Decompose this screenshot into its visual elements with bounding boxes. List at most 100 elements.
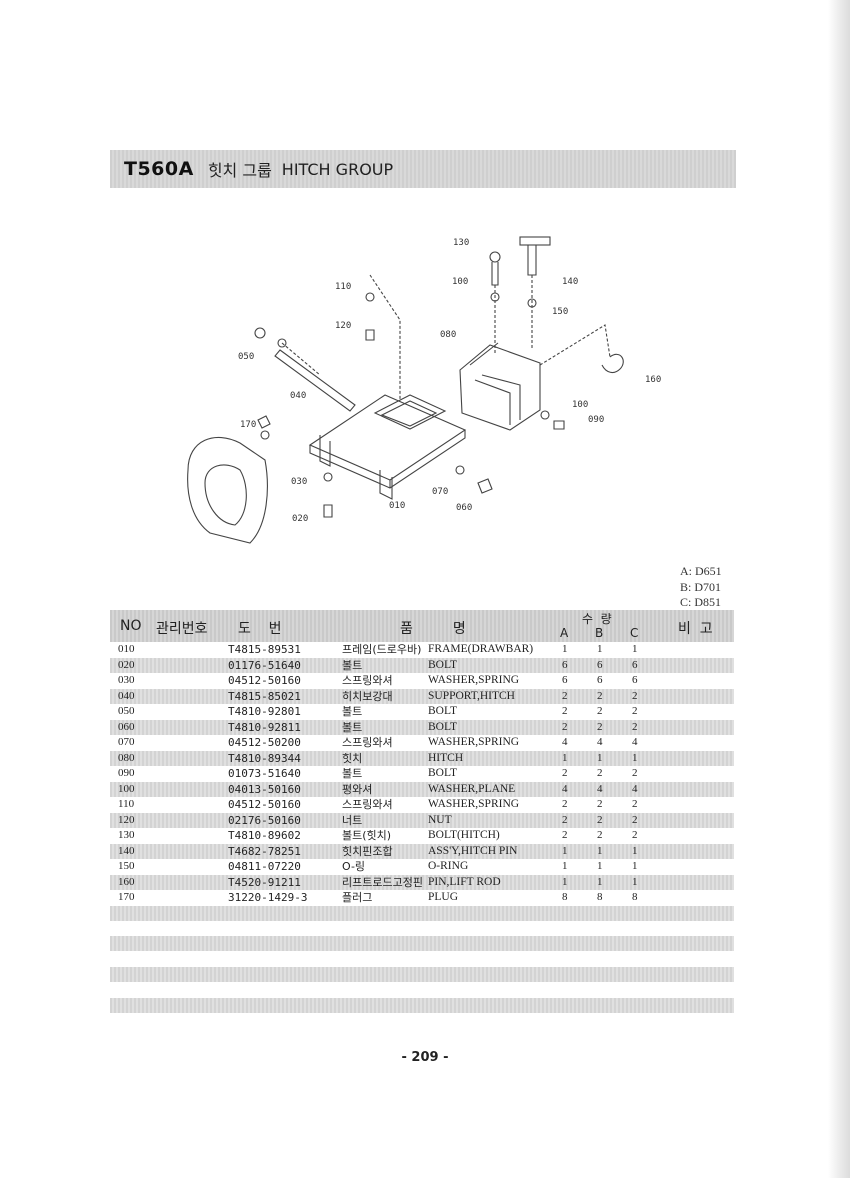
part-name-english: NUT [428, 813, 452, 826]
part-number-index: 020 [118, 658, 135, 671]
part-name-korean: O-링 [342, 860, 366, 873]
part-number-index: 160 [118, 875, 135, 888]
qty-b: 2 [597, 767, 603, 779]
qty-a: 2 [562, 798, 568, 810]
part-number-index: 030 [118, 674, 135, 686]
drawing-number: T4520-91211 [228, 875, 301, 889]
drawing-number: 04512-50200 [228, 736, 301, 749]
qty-b: 2 [597, 829, 603, 841]
header-part-name: 품 명 [400, 621, 466, 637]
callout-010: 010 [389, 501, 406, 511]
part-name-english: FRAME(DRAWBAR) [428, 643, 534, 655]
qty-c: 6 [632, 674, 638, 686]
part-name-korean: 리프트로드고정핀 [342, 875, 423, 889]
callout-050: 050 [238, 352, 255, 362]
qty-c: 6 [632, 658, 638, 671]
qty-a: 1 [562, 643, 568, 655]
qty-c: 2 [632, 705, 638, 717]
diagram-drawing [187, 236, 624, 544]
part-number-index: 090 [118, 767, 135, 779]
part-number-index: 120 [118, 813, 135, 826]
callout-120: 120 [335, 321, 352, 331]
qty-c: 2 [632, 829, 638, 841]
callout-100-right: 100 [572, 400, 589, 410]
header-quantity: 수 량 [582, 612, 612, 626]
header-drawing-no: 도 번 [238, 621, 282, 637]
qty-a: 1 [562, 875, 568, 888]
part-name-english: BOLT [428, 705, 457, 717]
part-name-korean: 프레임(드로우바) [342, 643, 422, 656]
callout-020: 020 [292, 514, 309, 524]
callout-090: 090 [588, 415, 605, 425]
qty-c: 2 [632, 767, 638, 779]
part-name-korean: 힛치 [342, 751, 363, 765]
qty-a: 1 [562, 844, 568, 857]
drawing-number: T4810-92801 [228, 705, 301, 718]
header-qty-a: A [560, 626, 569, 640]
callout-100-top: 100 [452, 277, 469, 287]
part-number-index: 060 [118, 720, 135, 733]
empty-row [110, 998, 734, 1013]
part-name-korean: 볼트 [342, 767, 363, 780]
part-name-korean: 볼트 [342, 720, 363, 734]
part-name-english: BOLT [428, 767, 457, 779]
qty-a: 2 [562, 705, 568, 717]
drawing-number: T4682-78251 [228, 844, 301, 858]
qty-b: 4 [597, 736, 603, 748]
part-name-korean: 스프링와셔 [342, 736, 393, 749]
model-code: T560A [124, 158, 194, 180]
header-qty-b: B [595, 626, 604, 640]
legend-b: B: D701 [680, 579, 722, 594]
qty-c: 2 [632, 813, 638, 826]
part-name-english: BOLT [428, 720, 457, 733]
qty-b: 4 [597, 782, 603, 795]
part-name-english: PIN,LIFT ROD [428, 875, 501, 888]
drawing-number: T4815-85021 [228, 689, 301, 703]
model-legend: A: D651 B: D701 C: D851 [680, 564, 740, 611]
part-name-english: PLUG [428, 891, 459, 903]
empty-row [110, 967, 734, 982]
drawing-number: T4815-89531 [228, 643, 301, 656]
part-name-english: SUPPORT,HITCH [428, 689, 515, 702]
qty-b: 2 [597, 720, 603, 733]
drawing-number: T4810-89602 [228, 829, 301, 842]
qty-b: 1 [597, 643, 603, 655]
drawing-number: 04512-50160 [228, 674, 301, 687]
part-name-korean: 볼트 [342, 705, 363, 718]
part-name-english: WASHER,SPRING [428, 798, 520, 810]
part-name-english: ASS'Y,HITCH PIN [428, 844, 518, 857]
part-name-korean: 볼트 [342, 658, 363, 672]
callout-110: 110 [335, 282, 352, 292]
qty-c: 4 [632, 782, 638, 795]
part-name-english: HITCH [428, 751, 464, 764]
qty-b: 6 [597, 658, 603, 671]
qty-a: 1 [562, 751, 568, 764]
title-korean: 힛치 그룹 [207, 161, 272, 180]
part-name-english: WASHER,SPRING [428, 736, 520, 748]
part-number-index: 040 [118, 689, 135, 702]
qty-c: 1 [632, 875, 638, 888]
callout-130: 130 [453, 238, 470, 248]
exploded-parts-diagram: 130 140 100 150 110 120 080 050 160 040 … [170, 225, 670, 545]
qty-b: 6 [597, 674, 603, 686]
qty-a: 6 [562, 658, 568, 671]
empty-row [110, 906, 734, 921]
drawing-number: T4810-92811 [228, 720, 301, 734]
header-no: NO [120, 618, 142, 634]
part-name-korean: 평와셔 [342, 782, 373, 796]
part-name-english: BOLT(HITCH) [428, 829, 500, 841]
part-number-index: 170 [118, 891, 135, 903]
part-number-index: 100 [118, 782, 135, 795]
part-number-index: 110 [118, 798, 135, 810]
qty-a: 2 [562, 813, 568, 826]
qty-a: 2 [562, 767, 568, 779]
part-name-english: WASHER,PLANE [428, 782, 516, 795]
part-name-korean: 너트 [342, 813, 363, 827]
